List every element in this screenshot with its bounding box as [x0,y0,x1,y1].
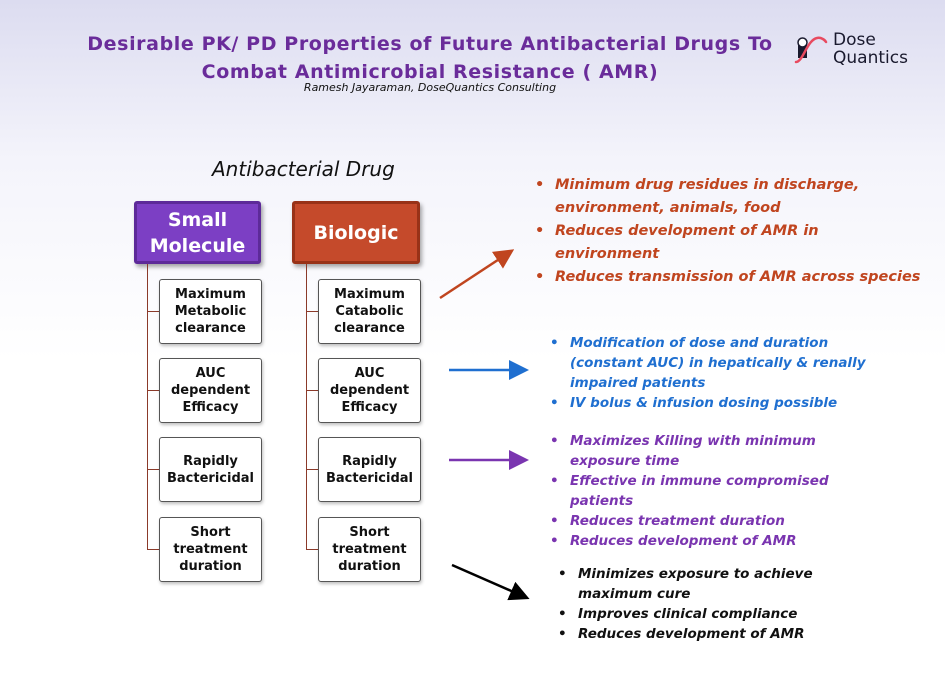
outcome-list-1: Minimum drug residues in discharge, envi… [535,174,925,289]
biologic-property-1: Maximum Catabolic clearance [318,279,421,344]
connector-tick [306,469,318,470]
logo-word-quantics: Quantics [833,48,908,68]
small-molecule-header: Small Molecule [134,201,261,264]
connector-tick [306,311,318,312]
arrow-to-outcome-1 [439,249,515,300]
biologic-header: Biologic [292,201,420,264]
outcome-bullet: Modification of dose and duration (const… [550,333,880,393]
outcome-bullet: Reduces development of AMR [558,624,888,644]
connector-tick [306,390,318,391]
small-molecule-connector [147,264,148,549]
connector-tick [147,390,159,391]
connector-tick [147,549,159,550]
diagram-heading: Antibacterial Drug [212,157,395,181]
outcome-list-4: Minimizes exposure to achieve maximum cu… [558,564,888,644]
arrow-to-outcome-4 [451,563,530,601]
biologic-property-2: AUC dependent Efficacy [318,358,421,423]
small-molecule-property-1: Maximum Metabolic clearance [159,279,262,344]
small-molecule-property-3: Rapidly Bactericidal [159,437,262,502]
biologic-property-3: Rapidly Bactericidal [318,437,421,502]
author-credit: Ramesh Jayaraman, DoseQuantics Consultin… [303,81,557,94]
outcome-bullet: Improves clinical compliance [558,604,888,624]
outcome-list-3: Maximizes Killing with minimum exposure … [550,431,890,551]
outcome-bullet: Effective in immune compromised patients [550,471,890,511]
outcome-bullet: Minimizes exposure to achieve maximum cu… [558,564,888,604]
connector-tick [147,469,159,470]
outcome-bullet: Reduces transmission of AMR across speci… [535,266,925,289]
outcome-bullet: Reduces development of AMR in environmen… [535,220,925,266]
title-line-1: Desirable PK/ PD Properties of Future An… [87,33,773,55]
small-molecule-property-4: Short treatment duration [159,517,262,582]
logo-word-dose: Dose [833,30,876,50]
outcome-list-2: Modification of dose and duration (const… [550,333,880,413]
connector-tick [147,311,159,312]
logo-wordmark: Dose Quantics [833,31,908,67]
dosequantics-logo-icon [794,36,828,64]
outcome-bullet: Reduces development of AMR [550,531,890,551]
title-line-2: Combat Antimicrobial Resistance ( AMR) [201,61,659,83]
page-title: Desirable PK/ PD Properties of Future An… [60,30,800,86]
biologic-property-4: Short treatment duration [318,517,421,582]
biologic-connector [306,264,307,549]
connector-tick [306,549,318,550]
outcome-bullet: Reduces treatment duration [550,511,890,531]
outcome-bullet: Minimum drug residues in discharge, envi… [535,174,925,220]
small-molecule-property-2: AUC dependent Efficacy [159,358,262,423]
outcome-bullet: Maximizes Killing with minimum exposure … [550,431,890,471]
outcome-bullet: IV bolus & infusion dosing possible [550,393,880,413]
